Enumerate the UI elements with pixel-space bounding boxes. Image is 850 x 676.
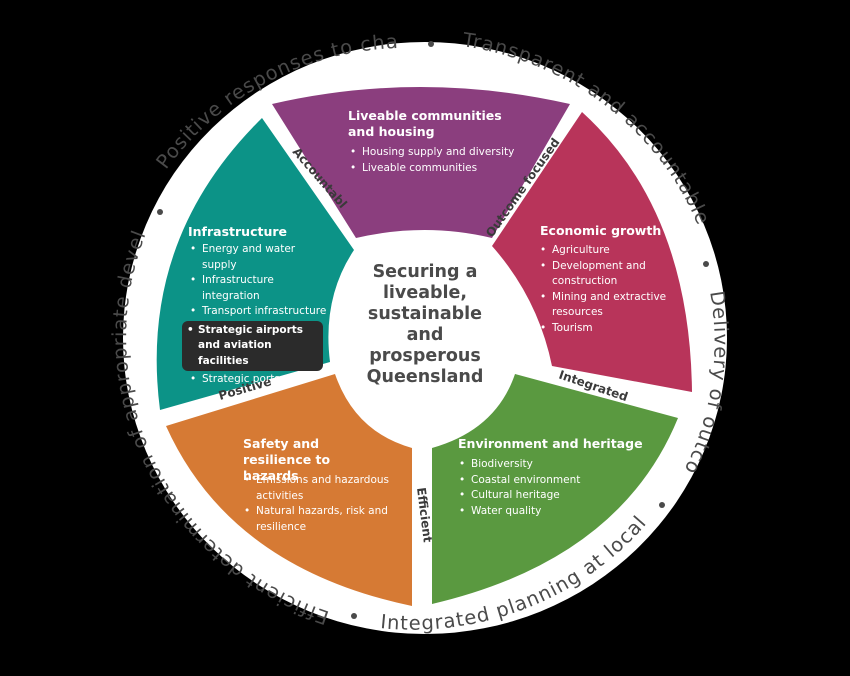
list-item: Agriculture — [538, 243, 678, 259]
list-item: Energy and water supply — [188, 242, 333, 273]
list-item: Transport infrastructure — [188, 304, 333, 320]
economic-title: Economic growth — [540, 223, 662, 238]
list-item: Cultural heritage — [457, 488, 627, 504]
environment-list: Biodiversity Coastal environment Cultura… — [457, 457, 627, 519]
economic-list: Agriculture Development and construction… — [538, 243, 678, 336]
list-item: Tourism — [538, 321, 678, 337]
safety-list: Emissions and hazardous activities Natur… — [242, 473, 392, 535]
list-item: Housing supply and diversity — [348, 145, 538, 161]
ring-dots — [157, 41, 709, 619]
ring-dot — [351, 613, 357, 619]
divider-efficient: Efficient — [414, 487, 435, 544]
list-item: Mining and extractive resources — [538, 290, 678, 321]
list-item-highlighted: Strategic airports and aviation faciliti… — [182, 320, 323, 371]
center-title: Securing a liveable, sustainable and pro… — [340, 240, 510, 410]
list-item: Strategic ports — [188, 372, 333, 388]
environment-title: Environment and heritage — [458, 436, 643, 451]
center-title-text: Securing a liveable, sustainable and pro… — [366, 262, 484, 387]
list-item: Natural hazards, risk and resilience — [242, 504, 392, 535]
list-item: Infrastructure integration — [188, 273, 333, 304]
list-item: Biodiversity — [457, 457, 627, 473]
infrastructure-list: Energy and water supply Infrastructure i… — [182, 242, 333, 388]
list-item: Liveable communities — [348, 161, 538, 177]
ring-dot — [659, 502, 665, 508]
ring-dot — [428, 41, 434, 47]
infrastructure-title: Infrastructure — [188, 224, 287, 239]
list-item: Development and construction — [538, 259, 678, 290]
list-item: Water quality — [457, 504, 627, 520]
list-item: Emissions and hazardous activities — [242, 473, 392, 504]
list-item: Coastal environment — [457, 473, 627, 489]
liveable-title: Liveable communities and housing — [348, 108, 502, 139]
center-circle — [333, 233, 517, 417]
liveable-list: Housing supply and diversity Liveable co… — [348, 145, 538, 176]
ring-dot — [157, 209, 163, 215]
ring-dot — [703, 261, 709, 267]
